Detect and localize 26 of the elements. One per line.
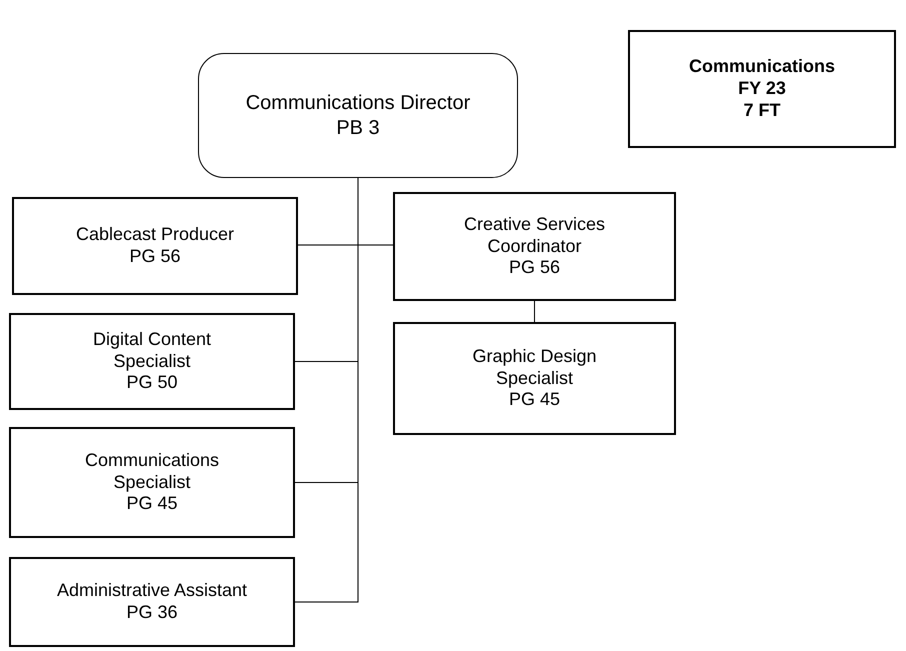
position-box	[12, 197, 298, 295]
position-title: Graphic Design Specialist	[471, 346, 598, 390]
connector-line	[534, 300, 535, 322]
department-name: Communications	[688, 56, 835, 78]
pay-grade: PG 36	[126, 602, 178, 624]
position-title: Communications Specialist	[84, 450, 220, 494]
summary-box	[628, 30, 896, 148]
pay-grade: PG 45	[508, 389, 560, 412]
position-box	[393, 192, 676, 301]
position-title: Cablecast Producer	[76, 224, 234, 246]
pay-grade: PB 3	[336, 116, 380, 140]
position-box	[9, 557, 295, 647]
staff-count: 7 FT	[743, 100, 780, 122]
position-title: Communications Director	[246, 91, 470, 116]
position-box	[393, 322, 676, 435]
position-title: Administrative Assistant	[56, 580, 248, 602]
pay-grade: PG 45	[126, 493, 178, 516]
position-title: Creative Services Coordinator	[462, 214, 606, 258]
pay-grade: PG 50	[126, 372, 178, 394]
position-box	[9, 427, 295, 538]
position-box	[9, 313, 295, 410]
fiscal-year: FY 23	[738, 78, 786, 100]
pay-grade: PG 56	[129, 246, 181, 268]
pay-grade: PG 56	[508, 257, 560, 280]
position-title: Digital Content Specialist	[92, 328, 212, 372]
director-box	[198, 53, 518, 178]
